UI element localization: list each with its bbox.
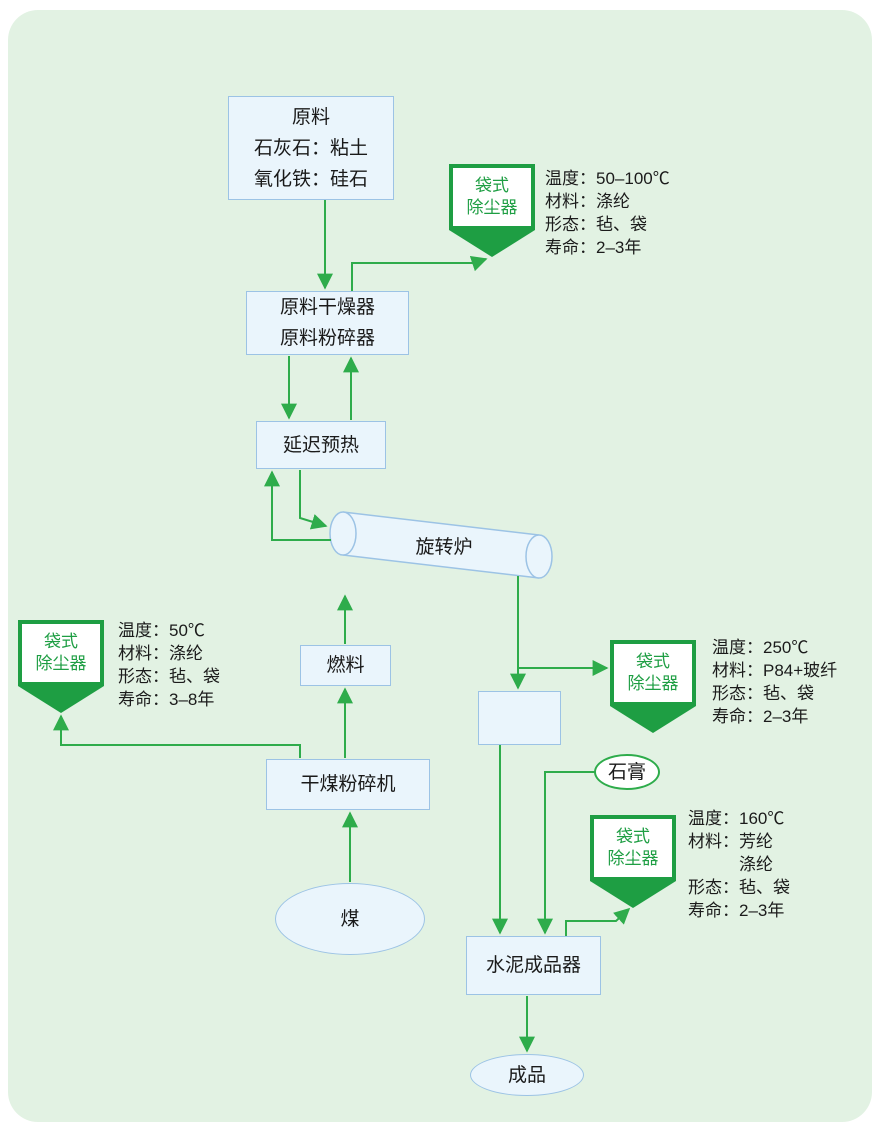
node-cement-finisher: 水泥成品器 — [466, 936, 601, 995]
node-label-line: 原料 — [291, 106, 330, 128]
bag-filter-label: 袋式 — [636, 652, 670, 671]
node-cooler-box — [478, 691, 561, 745]
bag-filter-body: 袋式 除尘器 — [18, 620, 104, 686]
node-label-line: 石膏 — [607, 761, 646, 783]
spec-line: 寿命：2–3年 — [688, 901, 785, 920]
spec-line: 材料：芳纶 — [688, 832, 773, 851]
arrow-kiln-to-preheater — [264, 470, 331, 541]
node-preheater: 延迟预热 — [256, 421, 386, 469]
spec-line: 涤纶 — [739, 855, 773, 874]
node-label-line: 原料干燥器 — [279, 297, 375, 318]
arrow-crusher-to-left-filter — [53, 714, 301, 758]
node-gypsum: 石膏 — [594, 754, 660, 790]
bag-filter-label: 除尘器 — [466, 198, 518, 217]
filter-specs-bottom: 温度：160℃ 材料：芳纶 涤纶 形态：毡、袋 寿命：2–3年 — [688, 807, 790, 922]
spec-line: 材料：P84+玻纤 — [712, 661, 838, 680]
spec-line: 温度：250℃ — [712, 638, 809, 657]
node-label-line: 原料粉碎器 — [279, 328, 375, 349]
bag-filter-body: 袋式 除尘器 — [610, 640, 696, 706]
bag-filter-label: 袋式 — [475, 176, 509, 195]
bag-filter-bottom: 袋式 除尘器 — [590, 815, 676, 908]
bag-filter-right: 袋式 除尘器 — [610, 640, 696, 733]
spec-line: 形态：毡、袋 — [688, 878, 790, 897]
node-label-line: 燃料 — [326, 655, 365, 676]
arrow-gypsum-to-finisher — [537, 771, 595, 935]
bag-filter-hopper-icon — [590, 881, 676, 908]
node-label-line: 成品 — [507, 1064, 546, 1086]
spec-line: 温度：50℃ — [118, 621, 205, 640]
node-label-line: 干煤粉碎机 — [300, 774, 396, 795]
bag-filter-hopper-icon — [18, 686, 104, 713]
spec-line: 温度：50–100℃ — [545, 169, 670, 188]
spec-line: 寿命：2–3年 — [712, 707, 809, 726]
node-fuel: 燃料 — [300, 645, 391, 686]
spec-line: 寿命：3–8年 — [118, 690, 215, 709]
filter-specs-right: 温度：250℃ 材料：P84+玻纤 形态：毡、袋 寿命：2–3年 — [712, 636, 837, 728]
node-rotary-kiln-label: 旋转炉 — [415, 537, 473, 558]
bag-filter-label: 除尘器 — [627, 674, 679, 693]
node-label-line: 石灰石：粘土 — [253, 137, 368, 159]
filter-specs-top: 温度：50–100℃ 材料：涤纶 形态：毡、袋 寿命：2–3年 — [545, 167, 670, 259]
arrow-finisher-to-bottom-filter — [565, 907, 631, 936]
spec-line: 形态：毡、袋 — [712, 684, 814, 703]
bag-filter-label: 袋式 — [616, 827, 650, 846]
spec-line: 形态：毡、袋 — [545, 215, 647, 234]
spec-line: 形态：毡、袋 — [118, 667, 220, 686]
node-product: 成品 — [470, 1054, 584, 1096]
bag-filter-label: 除尘器 — [607, 849, 659, 868]
bag-filter-body: 袋式 除尘器 — [449, 164, 535, 230]
node-label-line: 水泥成品器 — [485, 955, 581, 976]
bag-filter-top: 袋式 除尘器 — [449, 164, 535, 257]
bag-filter-body: 袋式 除尘器 — [590, 815, 676, 881]
node-dryer-crusher: 原料干燥器 原料粉碎器 — [246, 291, 409, 355]
bag-filter-label: 袋式 — [44, 632, 78, 651]
node-label-line: 煤 — [340, 908, 360, 930]
bag-filter-hopper-icon — [610, 706, 696, 733]
bag-filter-left: 袋式 除尘器 — [18, 620, 104, 713]
arrow-preheater-to-kiln — [299, 470, 328, 530]
bag-filter-hopper-icon — [449, 230, 535, 257]
spec-line: 材料：涤纶 — [545, 192, 630, 211]
node-label-line: 氧化铁：硅石 — [253, 168, 368, 190]
rotary-kiln-shape — [329, 511, 553, 579]
spec-line: 寿命：2–3年 — [545, 238, 642, 257]
node-coal-crusher: 干煤粉碎机 — [266, 759, 430, 810]
spec-line: 材料：涤纶 — [118, 644, 203, 663]
bag-filter-label: 除尘器 — [35, 654, 87, 673]
arrow-dryer-to-top-filter — [351, 255, 488, 291]
spec-line: 温度：160℃ — [688, 809, 785, 828]
filter-specs-left: 温度：50℃ 材料：涤纶 形态：毡、袋 寿命：3–8年 — [118, 619, 220, 711]
node-label-line: 延迟预热 — [282, 434, 359, 456]
node-coal: 煤 — [275, 883, 425, 955]
node-raw-material: 原料 石灰石：粘土 氧化铁：硅石 — [228, 96, 394, 200]
